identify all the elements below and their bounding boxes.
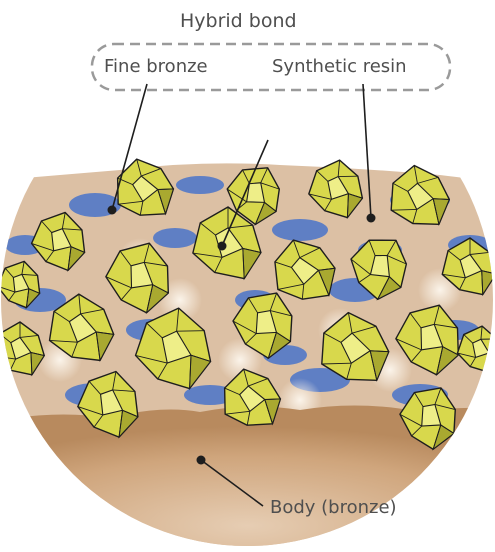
resin-patch: [153, 228, 197, 248]
synthetic-resin-label: Synthetic resin: [272, 58, 407, 76]
diamond-dot: [218, 242, 227, 251]
synthetic-resin-dot: [367, 214, 376, 223]
resin-patch: [272, 219, 328, 241]
body-dot: [197, 456, 206, 465]
fine-bronze-dot: [108, 206, 117, 215]
body-bronze-label: Body (bronze): [270, 499, 397, 517]
resin-patch: [176, 176, 224, 194]
hybrid-bond-label: Hybrid bond: [180, 12, 297, 31]
magnified-region: [0, 152, 495, 547]
fine-bronze-label: Fine bronze: [104, 58, 208, 76]
